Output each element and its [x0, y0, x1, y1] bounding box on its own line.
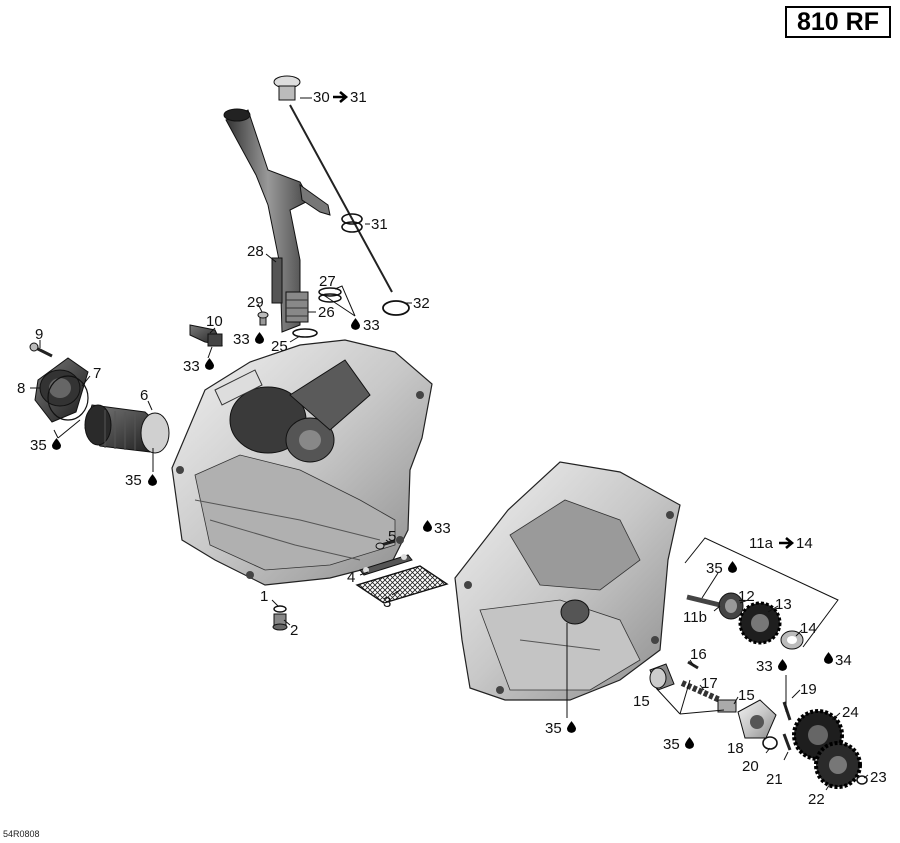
- leader-lines: [30, 97, 869, 791]
- callout-3: 3: [383, 594, 391, 611]
- pump-cover-18: [737, 699, 777, 739]
- o-ring-31: [341, 213, 363, 233]
- callout-2: 2: [290, 622, 298, 639]
- callout-30-to-31: 31: [350, 89, 367, 106]
- oil-filter-cover: [34, 357, 89, 423]
- oil-drop-icon: [205, 358, 214, 370]
- callout-9: 9: [35, 326, 43, 343]
- callout-29: 29: [247, 294, 264, 311]
- callout-11a: 11a: [749, 535, 774, 552]
- gear-22: [814, 741, 862, 789]
- oil-drop-icon: [148, 474, 157, 486]
- ring-20: [762, 736, 778, 750]
- screw-9: [29, 342, 53, 358]
- callout-8: 8: [17, 380, 25, 397]
- gasket-7: [47, 375, 89, 421]
- pin-21: [782, 733, 792, 751]
- oil-drop-icon: [351, 318, 360, 330]
- ring-14: [780, 630, 804, 650]
- callout-5: 5: [388, 528, 396, 545]
- callout-32: 32: [413, 295, 430, 312]
- clip-23: [856, 775, 868, 785]
- callout-33-e: 33: [756, 658, 773, 675]
- oil-drop-icon: [52, 438, 61, 450]
- callout-26: 26: [318, 304, 335, 321]
- oil-drop-icon: [685, 737, 694, 749]
- crankcase-right: [454, 461, 681, 701]
- oil-pressure-sensor: [189, 324, 223, 347]
- callout-33-d: 33: [434, 520, 451, 537]
- callout-31: 31: [371, 216, 388, 233]
- callout-33-a: 33: [363, 317, 380, 334]
- callout-18: 18: [727, 740, 744, 757]
- tube-clamp-26: [285, 291, 309, 323]
- screw-5: [375, 539, 396, 550]
- o-ring-27: [318, 287, 342, 303]
- oil-drop-icon: [728, 561, 737, 573]
- callout-35-a: 35: [30, 437, 47, 454]
- callout-10: 10: [206, 313, 223, 330]
- drain-plug: [272, 605, 288, 631]
- drawing-code: 54R0808: [3, 829, 40, 839]
- callout-14: 14: [800, 620, 817, 637]
- right-arrow-icon: [779, 537, 795, 549]
- callout-22: 22: [808, 791, 825, 808]
- gear-13: [738, 601, 782, 645]
- shaft-11b: [686, 594, 721, 608]
- callout-25: 25: [271, 338, 288, 355]
- callout-11b: 11b: [683, 609, 707, 626]
- callout-16: 16: [690, 646, 707, 663]
- callout-11a-to-14: 14: [796, 535, 813, 552]
- oil-drop-icon: [824, 652, 833, 664]
- callout-33-b: 33: [233, 331, 250, 348]
- callout-7: 7: [93, 365, 101, 382]
- dipstick: [273, 75, 393, 293]
- callout-6: 6: [140, 387, 148, 404]
- bearing-12: [718, 592, 744, 620]
- callout-15-a: 15: [633, 693, 650, 710]
- o-ring-25: [292, 328, 318, 338]
- oil-drop-icon: [778, 659, 787, 671]
- callout-15-b: 15: [738, 687, 755, 704]
- callout-17: 17: [701, 675, 718, 692]
- callout-33-c: 33: [183, 358, 200, 375]
- oil-drop-icon: [423, 520, 432, 532]
- bushing-15-left: [649, 663, 675, 691]
- callout-4: 4: [347, 569, 355, 586]
- callout-35-e: 35: [663, 736, 680, 753]
- callout-28: 28: [247, 243, 264, 260]
- callout-19: 19: [800, 681, 817, 698]
- crankcase-left: [171, 339, 433, 586]
- right-arrow-icon: [333, 91, 349, 103]
- callout-24: 24: [842, 704, 859, 721]
- oil-filter: [84, 404, 170, 454]
- callout-12: 12: [738, 588, 755, 605]
- callout-30: 30: [313, 89, 330, 106]
- bolt-29: [257, 311, 269, 326]
- callout-13: 13: [775, 596, 792, 613]
- o-ring-32: [382, 300, 410, 316]
- bushing-15-right: [717, 699, 737, 713]
- callout-20: 20: [742, 758, 759, 775]
- oil-drop-icon: [255, 332, 264, 344]
- callout-34: 34: [835, 652, 852, 669]
- oil-strainer: [355, 554, 449, 604]
- screw-19: [782, 701, 792, 721]
- callout-labels: 30 31 31 32 28 27 26 33 29 33 25 10 33 9…: [17, 89, 887, 808]
- callout-35-d: 35: [706, 560, 723, 577]
- callout-23: 23: [870, 769, 887, 786]
- oil-drop-icon: [567, 721, 576, 733]
- callout-35-c: 35: [545, 720, 562, 737]
- callout-35-b: 35: [125, 472, 142, 489]
- model-badge: 810 RF: [785, 6, 891, 38]
- callout-27: 27: [319, 273, 336, 290]
- callout-21: 21: [766, 771, 783, 788]
- oil-filler-tube: [223, 108, 331, 333]
- callout-1: 1: [260, 588, 268, 605]
